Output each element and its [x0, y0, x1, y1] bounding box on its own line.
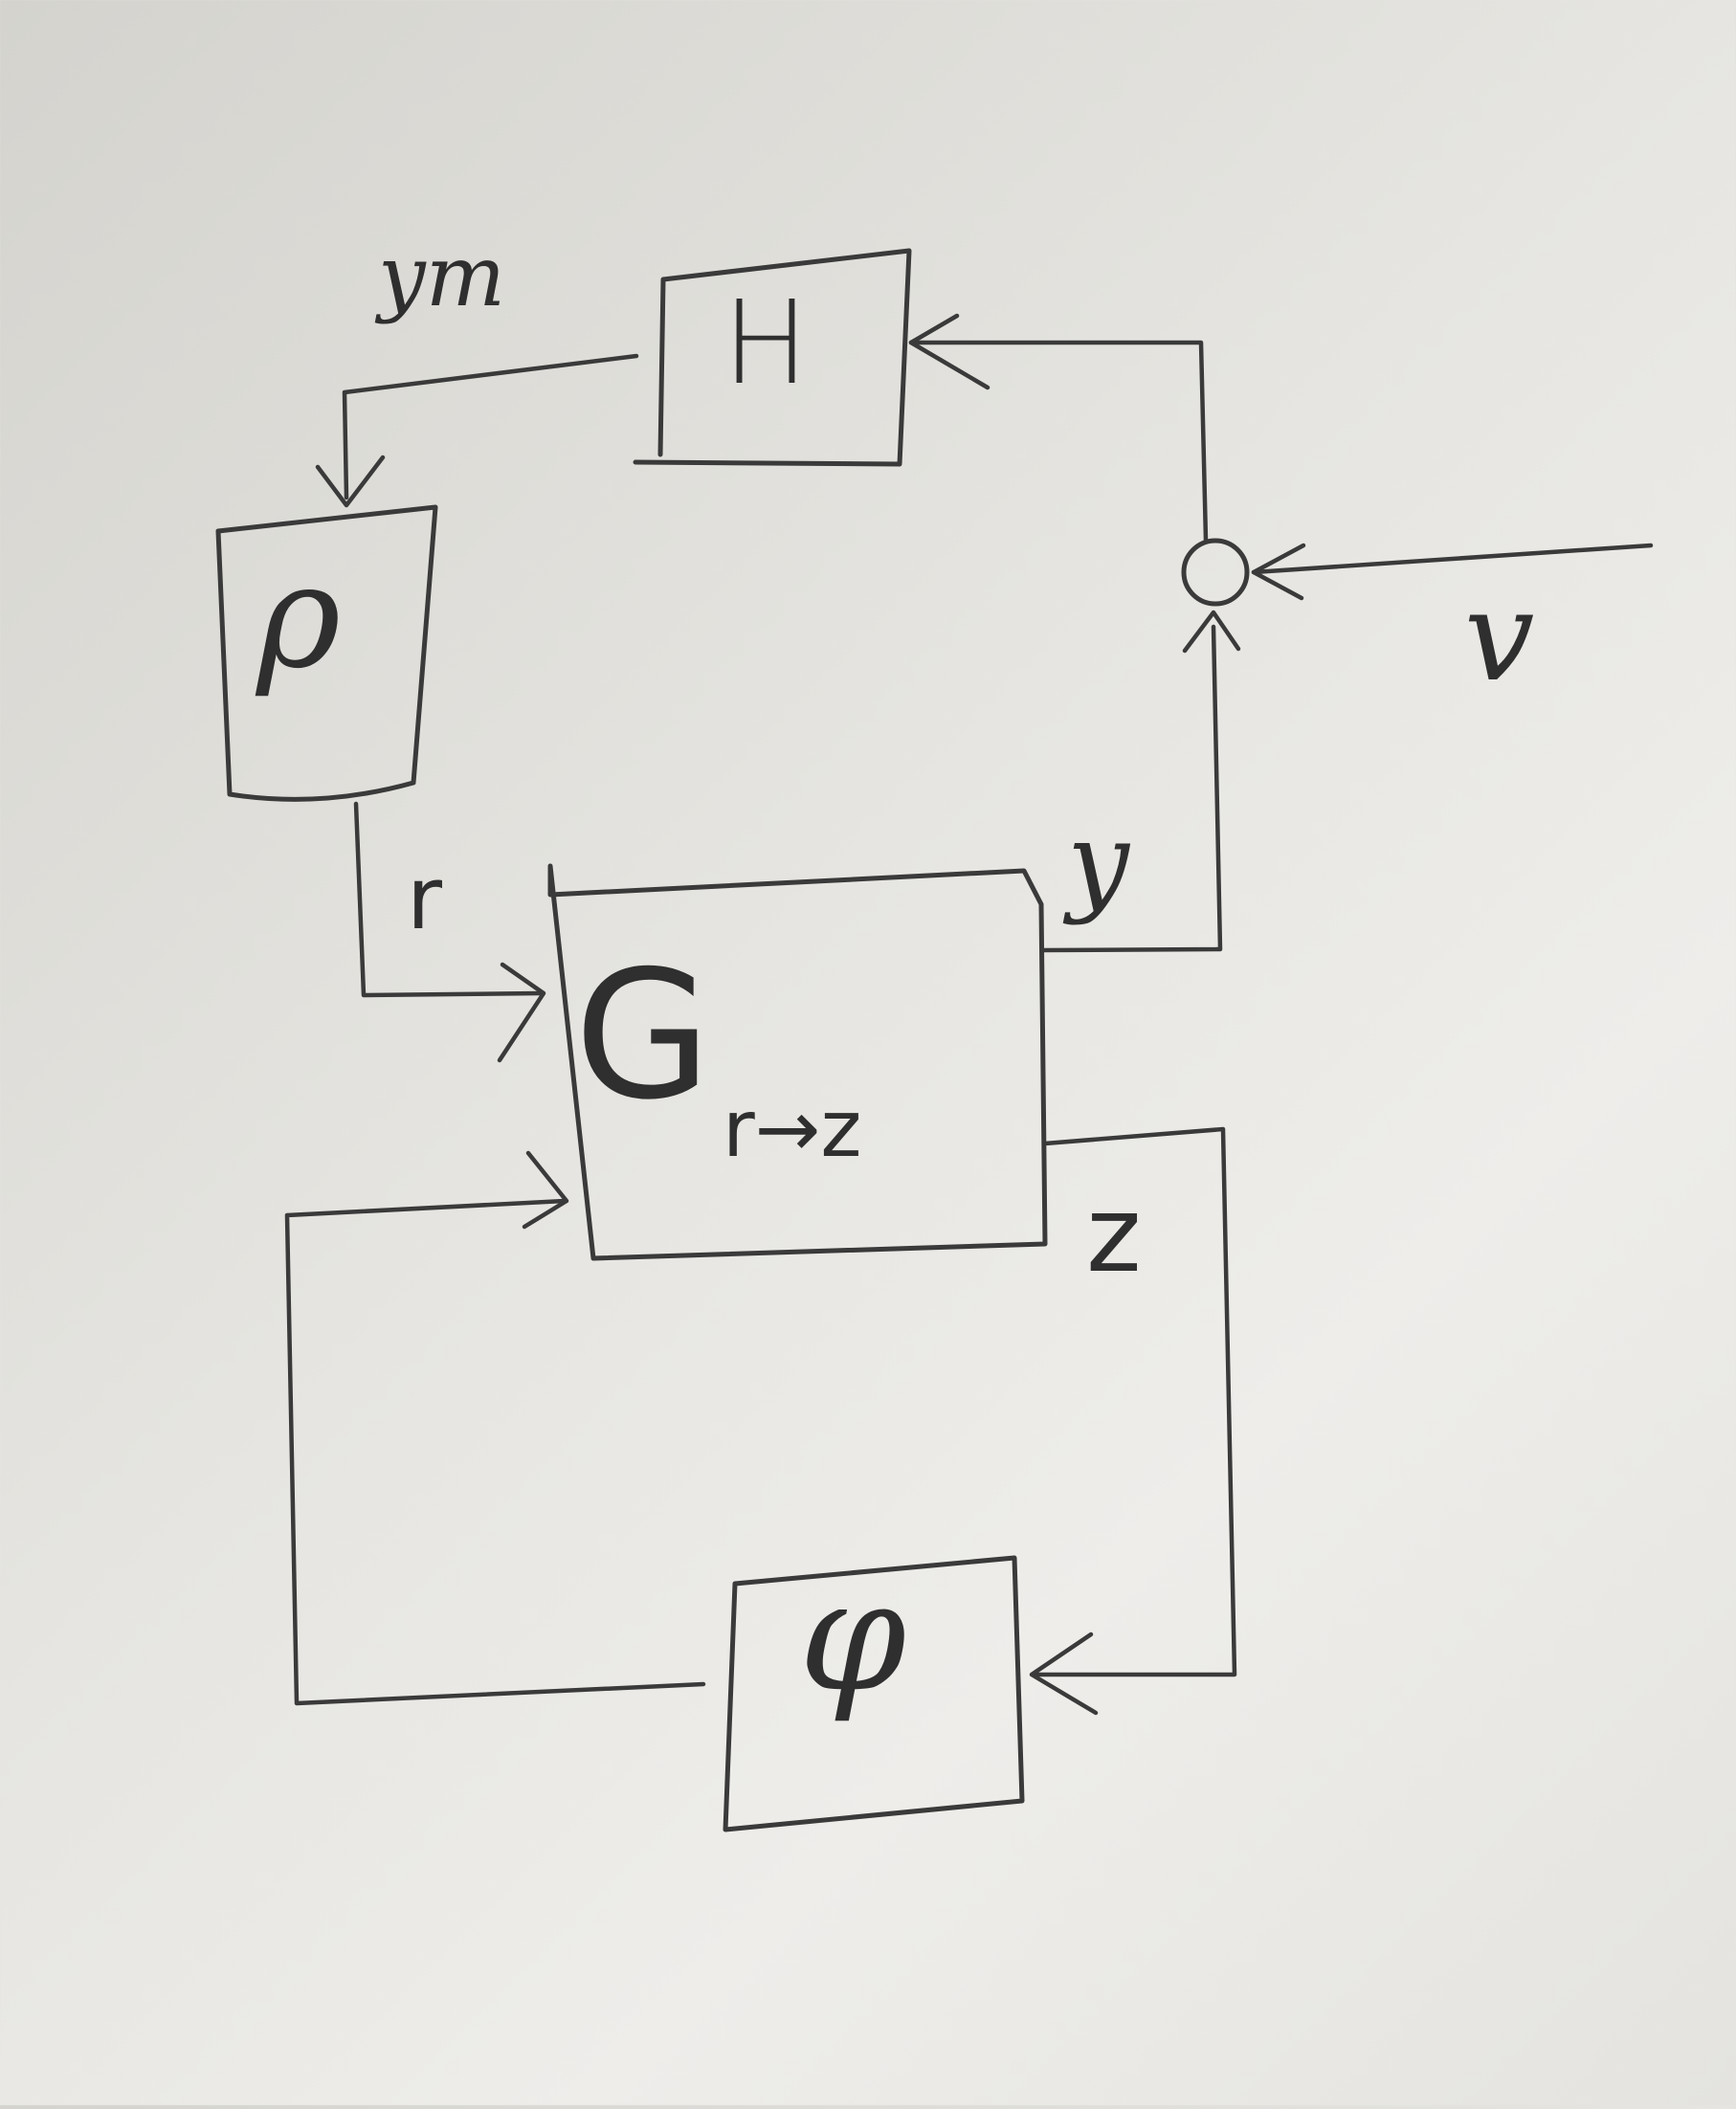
- signal-y-label: y: [1067, 799, 1129, 927]
- block-H-label: H: [723, 278, 810, 411]
- block-rho: [215, 504, 438, 802]
- signal-r-label: r: [407, 849, 443, 949]
- wire-z: [1031, 1126, 1237, 1677]
- signal-z-label: z: [1086, 1173, 1142, 1296]
- block-G: [547, 863, 1048, 1261]
- summing-junction: [1181, 538, 1250, 607]
- wire-ym: [342, 353, 639, 500]
- wire-v: [1251, 543, 1654, 575]
- arrowhead-G-feedback: [522, 1150, 569, 1230]
- arrowhead-H: [908, 313, 990, 390]
- block-G-label: G: [574, 932, 712, 1139]
- arrowhead-G-r: [497, 962, 546, 1063]
- signal-v-label: v: [1464, 564, 1535, 709]
- arrowhead-v: [1251, 543, 1306, 601]
- wire-sum-to-H: [908, 340, 1209, 544]
- block-H: [633, 248, 912, 467]
- block-phi-label: φ: [799, 1546, 907, 1725]
- wire-feedback: [284, 1198, 706, 1706]
- wire-y: [1040, 624, 1223, 953]
- arrowhead-rho: [315, 455, 386, 508]
- block-G-subscript: r→z: [723, 1084, 862, 1175]
- block-rho-label: ρ: [256, 534, 342, 700]
- block-phi: [723, 1555, 1025, 1832]
- arrowhead-y: [1182, 610, 1241, 654]
- signal-ym-label: ym: [378, 227, 506, 325]
- arrowhead-phi: [1029, 1632, 1099, 1716]
- wire-r: [353, 801, 544, 998]
